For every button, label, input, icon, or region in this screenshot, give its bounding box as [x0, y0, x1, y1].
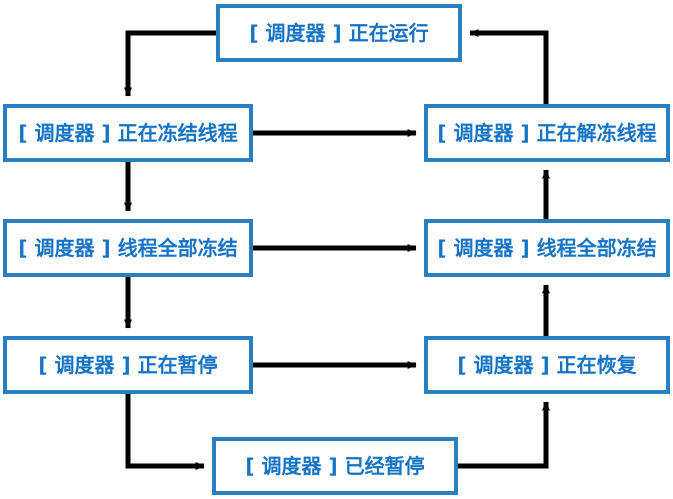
node-label: [ 调度器 ] 正在恢复: [457, 353, 637, 377]
node-scheduler-unfreezing-threads[interactable]: [ 调度器 ] 正在解冻线程: [424, 104, 670, 162]
node-label: [ 调度器 ] 正在运行: [249, 21, 429, 45]
node-scheduler-all-threads-frozen-left[interactable]: [ 调度器 ] 线程全部冻结: [3, 219, 253, 277]
node-label: [ 调度器 ] 正在解冻线程: [437, 121, 657, 145]
node-label: [ 调度器 ] 已经暂停: [245, 454, 425, 478]
node-scheduler-pausing[interactable]: [ 调度器 ] 正在暂停: [3, 336, 253, 394]
node-label: [ 调度器 ] 正在暂停: [38, 353, 218, 377]
edge-paused-to-resuming: [458, 401, 550, 469]
edge-pausing-to-paused: [125, 394, 205, 470]
node-label: [ 调度器 ] 线程全部冻结: [437, 236, 657, 260]
edge-running-to-freezing: [124, 30, 216, 97]
edge-unfreezing-to-running: [469, 29, 549, 104]
node-label: [ 调度器 ] 正在冻结线程: [18, 121, 238, 145]
node-scheduler-freezing-threads[interactable]: [ 调度器 ] 正在冻结线程: [3, 104, 253, 162]
node-scheduler-paused[interactable]: [ 调度器 ] 已经暂停: [212, 437, 458, 495]
node-scheduler-running[interactable]: [ 调度器 ] 正在运行: [216, 4, 462, 62]
node-scheduler-all-threads-frozen-right[interactable]: [ 调度器 ] 线程全部冻结: [424, 219, 670, 277]
node-scheduler-resuming[interactable]: [ 调度器 ] 正在恢复: [424, 336, 670, 394]
node-label: [ 调度器 ] 线程全部冻结: [18, 236, 238, 260]
